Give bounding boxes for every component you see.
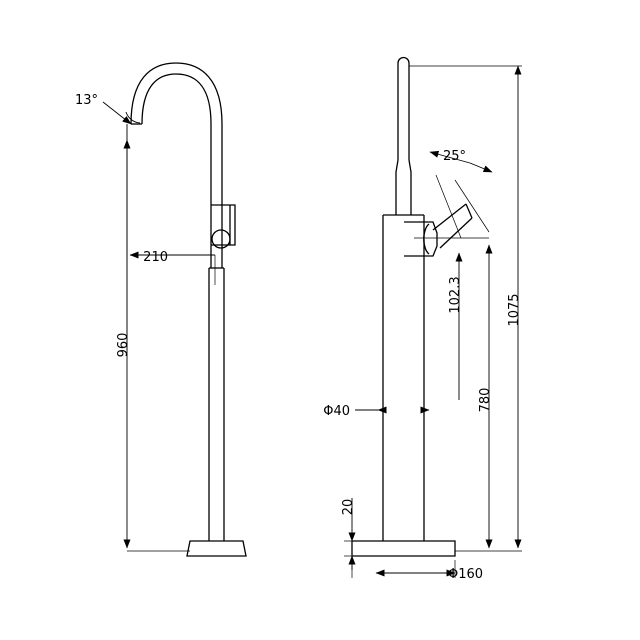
- front-view-geometry: [130, 62, 247, 557]
- dim-side-handle-height: 102.3: [448, 276, 463, 313]
- side-view-dimension-labels: 25° 102.3 780 1075 Φ40 20 Φ160: [323, 149, 522, 582]
- dim-side-tube-diameter: Φ40: [323, 404, 350, 419]
- dim-side-base-height: 20: [341, 499, 356, 516]
- side-view-dimensions: [344, 65, 522, 578]
- dim-front-reach: 210: [143, 250, 168, 265]
- front-view-dimension-labels: 13° 210 960: [75, 93, 168, 357]
- front-view-dimensions: [102, 101, 216, 552]
- dim-front-height: 960: [116, 333, 131, 358]
- dim-front-angle: 13°: [75, 93, 98, 108]
- dim-side-base-diameter: Φ160: [448, 567, 483, 582]
- dim-side-overall-height: 1075: [507, 293, 522, 326]
- side-view-geometry: [351, 56, 473, 557]
- dim-side-handle-angle: 25°: [443, 149, 466, 164]
- dim-side-body-height: 780: [478, 388, 493, 413]
